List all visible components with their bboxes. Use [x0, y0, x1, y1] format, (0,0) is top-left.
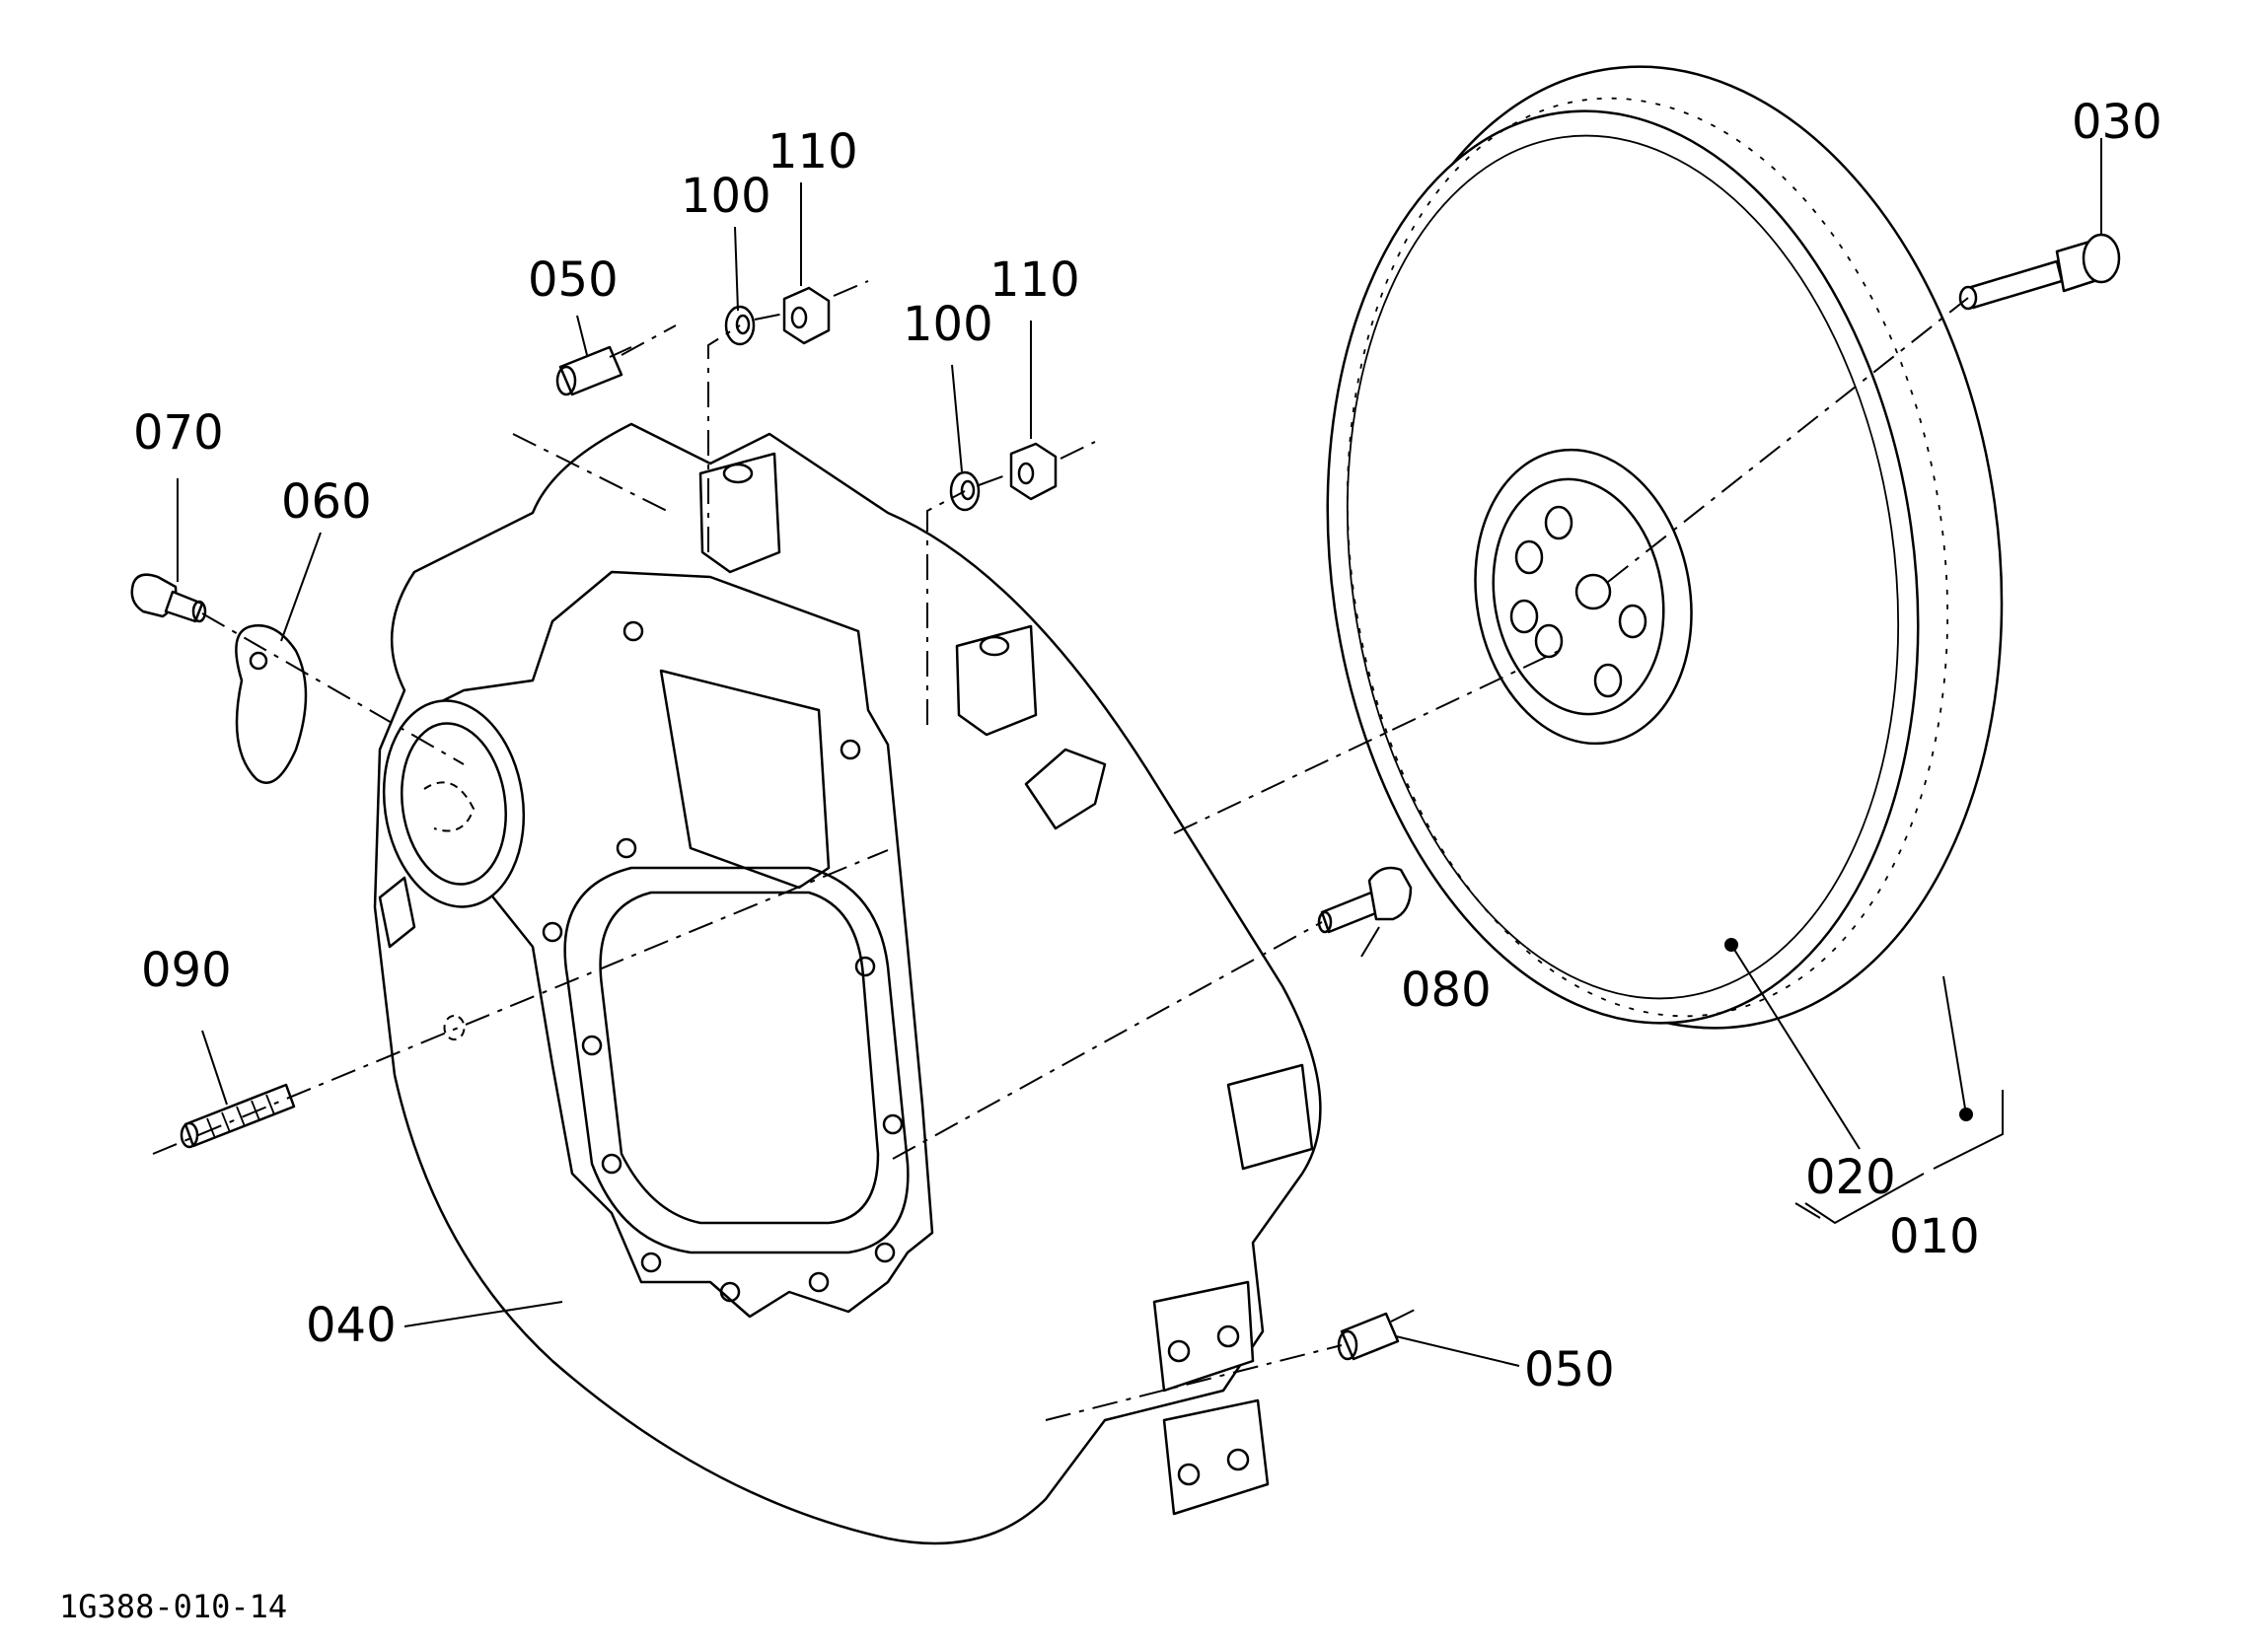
- ring-gear-teeth: [1326, 97, 1949, 1025]
- cover-plate[interactable]: [235, 624, 308, 784]
- flywheel[interactable]: [1271, 25, 2062, 1121]
- callout-100-left: 100: [681, 169, 771, 224]
- callout-080: 080: [1401, 963, 1492, 1018]
- callout-060: 060: [281, 474, 372, 530]
- nut-right[interactable]: [1009, 442, 1058, 501]
- callout-030: 030: [2072, 95, 2162, 150]
- callout-010: 010: [1889, 1209, 1980, 1264]
- leader-lines: [177, 138, 2102, 1367]
- callout-110-right: 110: [989, 252, 1080, 308]
- dowel-pin-lower[interactable]: [1337, 1312, 1400, 1361]
- dowel-pin-upper[interactable]: [555, 345, 623, 396]
- callout-040: 040: [306, 1298, 397, 1353]
- callout-110-left: 110: [768, 124, 858, 179]
- flywheel-hub: [1474, 448, 1693, 746]
- callout-090: 090: [141, 943, 232, 998]
- callout-labels: 030 020 010 080 050 050 100 110 100 110 …: [133, 95, 2162, 1397]
- assembly-lines: [152, 280, 1969, 1421]
- callout-050-upper: 050: [528, 252, 619, 308]
- callout-050-lower: 050: [1524, 1342, 1615, 1397]
- cover-bolt[interactable]: [130, 573, 207, 623]
- housing-bolt-holes: [542, 620, 904, 1303]
- callout-070: 070: [133, 405, 224, 461]
- housing-bolt[interactable]: [1317, 866, 1413, 934]
- figure-code: 1G388-010-14: [59, 1588, 287, 1625]
- callout-020: 020: [1805, 1150, 1896, 1205]
- nut-left[interactable]: [782, 286, 831, 345]
- flywheel-bolt[interactable]: [1958, 233, 2121, 311]
- flywheel-housing[interactable]: [371, 422, 1322, 1545]
- callout-100-right: 100: [903, 297, 993, 352]
- stud[interactable]: [180, 1083, 296, 1149]
